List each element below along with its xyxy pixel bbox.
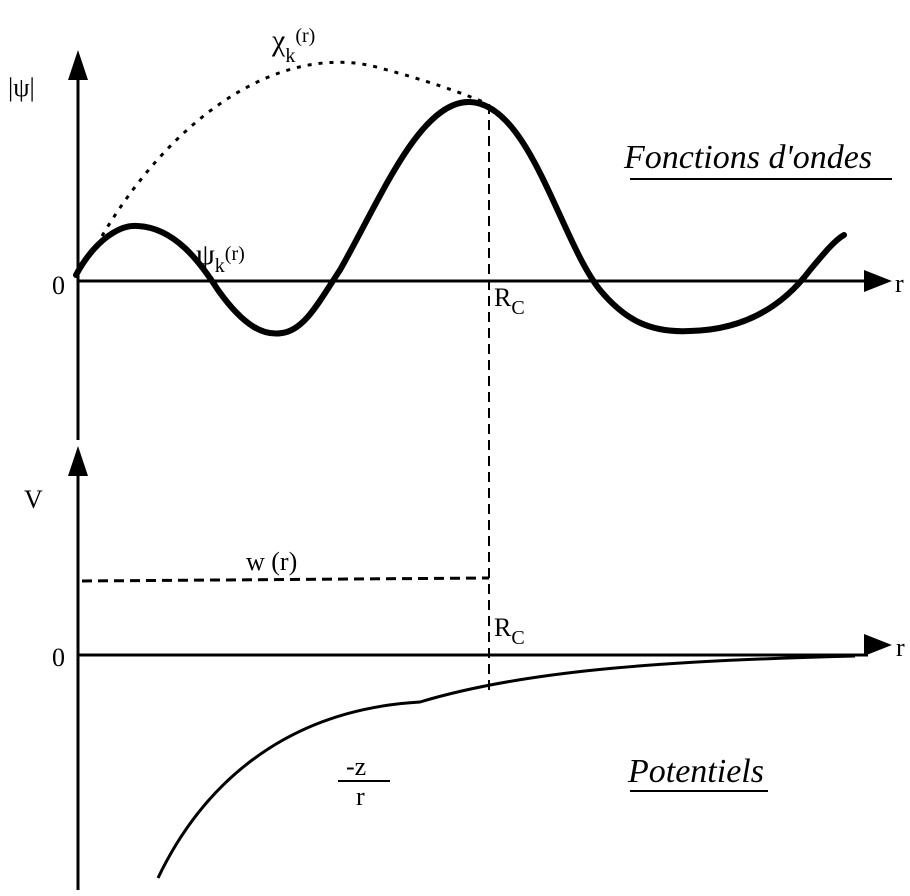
potential-title: Potentiels: [627, 753, 764, 790]
v-x-axis-arrow-icon: [864, 634, 892, 656]
w-pseudopotential-line: [81, 576, 490, 583]
v-x-axis-label: r: [896, 633, 905, 662]
v-y-axis-arrow-icon: [68, 446, 88, 476]
coulomb-denominator: r: [356, 782, 365, 811]
chi-label: χk(r): [271, 24, 315, 67]
wavefunction-title: Fonctions d'ondes: [623, 139, 872, 176]
psi-y-axis-arrow-icon: [68, 50, 88, 80]
psi-wavefunction-curve: [73, 98, 847, 337]
chi-pseudo-wavefunction-curve: [100, 60, 489, 237]
potential-panel: V r 0 w (r) -z r Potentiels RC: [24, 446, 905, 890]
psi-label: ψk(r): [196, 238, 245, 277]
v-y-axis-label: V: [24, 485, 43, 514]
rc-label-top: RC: [494, 283, 525, 319]
wavefunction-panel: |ψ| r 0 χk(r) ψk(r) Fonctions d'ondes RC: [8, 24, 904, 440]
psi-x-axis-arrow-icon: [864, 270, 892, 292]
coulomb-numerator: -z: [346, 752, 366, 781]
v-zero-label: 0: [52, 643, 65, 672]
w-label: w (r): [246, 547, 297, 576]
psi-zero-label: 0: [52, 271, 65, 300]
coulomb-potential-curve: [156, 654, 856, 879]
rc-label-bottom: RC: [494, 613, 525, 649]
psi-x-axis-label: r: [895, 269, 904, 298]
psi-y-axis-label: |ψ|: [8, 73, 35, 102]
